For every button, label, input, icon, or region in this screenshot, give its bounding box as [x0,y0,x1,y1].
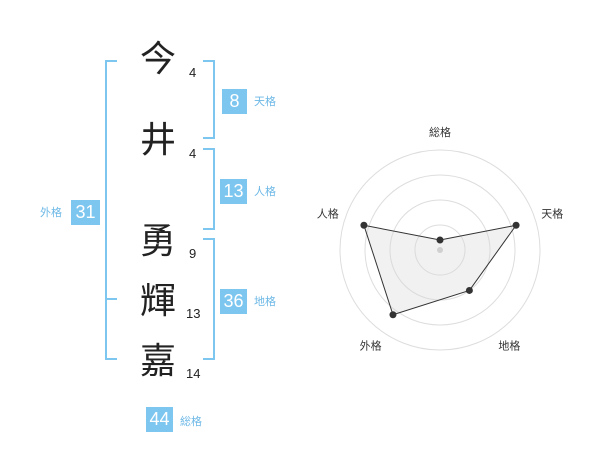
radar-axis-label-3: 地格 [498,338,520,352]
radar-axis-label-1: 総格 [429,125,451,139]
name-char-1: 今 [139,39,176,80]
jinkaku-label: 人格 [254,185,276,198]
gaikaku-divider [105,298,117,300]
stroke-count-3: 9 [189,246,197,261]
name-char-5: 嘉 [139,341,176,382]
radar-area [363,224,518,316]
chikaku-label: 地格 [254,295,276,308]
tenkaku-bracket [203,60,215,139]
chikaku-bracket [203,238,215,360]
stroke-count-1: 4 [189,65,197,80]
chikaku-value: 36 [220,289,247,314]
radar-axis-label-5: 人格 [317,207,339,221]
soukaku-label: 総格 [180,415,202,428]
radar-point-5 [360,221,368,229]
stroke-count-2: 4 [189,146,197,161]
radar-point-3 [465,286,473,294]
stroke-count-4: 13 [186,306,201,321]
radar-ring-1 [414,224,466,276]
tenkaku-label: 天格 [254,95,276,108]
radar-axis-label-4: 外格 [360,338,382,352]
name-char-3: 勇 [139,221,176,262]
name-char-2: 井 [139,120,176,161]
radar-axis-label-2: 天格 [541,207,563,221]
gaikaku-bracket [105,60,117,360]
jinkaku-value: 13 [220,179,247,204]
radar-ring-3 [364,174,516,326]
radar-point-2 [512,221,520,229]
radar-center [437,247,443,253]
radar-point-4 [389,311,397,319]
name-char-4: 輝 [139,281,176,322]
gaikaku-value: 31 [71,200,100,225]
tenkaku-value: 8 [222,89,247,114]
radar-point-1 [436,236,444,244]
jinkaku-bracket [203,148,215,230]
gaikaku-label: 外格 [40,206,62,219]
radar-ring-4 [339,149,541,351]
soukaku-value: 44 [146,407,173,432]
stroke-count-5: 14 [186,366,201,381]
